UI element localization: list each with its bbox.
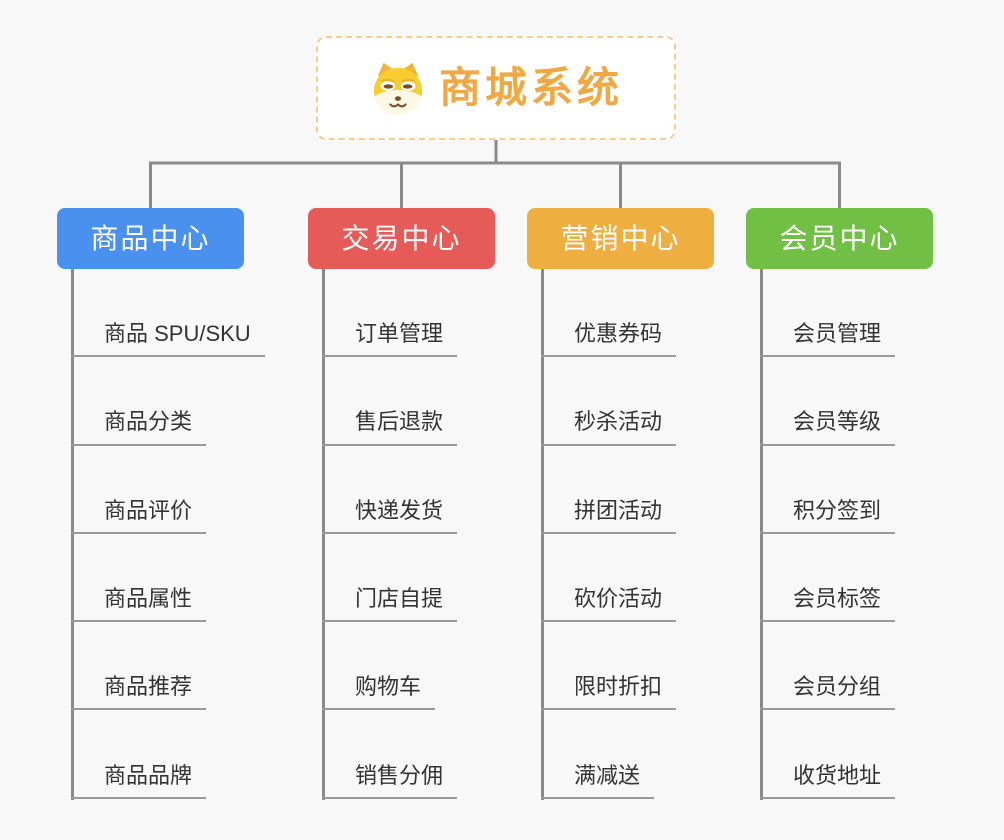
branch-node-marketing-center[interactable]: 营销中心 [527,208,714,269]
child-topic[interactable]: 门店自提 [322,534,458,623]
child-topic[interactable]: 会员等级 [760,357,896,446]
child-topic[interactable]: 积分签到 [760,446,896,534]
child-topic[interactable]: 限时折扣 [541,622,677,711]
child-topic[interactable]: 会员管理 [760,269,896,358]
branch-node-member-center[interactable]: 会员中心 [746,208,933,269]
branch-trade-center: 交易中心 订单管理 售后退款 快递发货 门店自提 购物车 销售分佣 [308,208,495,800]
child-topic[interactable]: 商品属性 [71,534,265,623]
root-node[interactable]: 商城系统 [316,36,676,140]
branch-connector-line [541,269,544,800]
branch-node-trade-center[interactable]: 交易中心 [308,208,495,269]
child-topic[interactable]: 拼团活动 [541,446,677,534]
branch-children-list: 订单管理 售后退款 快递发货 门店自提 购物车 销售分佣 [322,269,458,799]
child-topic-label: 拼团活动 [541,498,677,534]
branch-children-list: 优惠券码 秒杀活动 拼团活动 砍价活动 限时折扣 满减送 [541,269,677,799]
child-topic[interactable]: 秒杀活动 [541,357,677,446]
branch-connector-line [71,269,74,800]
root-title: 商城系统 [438,64,623,111]
child-topic-label: 收货地址 [760,763,896,799]
child-topic[interactable]: 商品 SPU/SKU [71,269,265,358]
child-topic[interactable]: 快递发货 [322,446,458,534]
child-topic[interactable]: 收货地址 [760,710,896,799]
branch-marketing-center: 营销中心 优惠券码 秒杀活动 拼团活动 砍价活动 限时折扣 满减送 [527,208,714,800]
child-topic[interactable]: 商品分类 [71,357,265,446]
child-topic[interactable]: 商品推荐 [71,622,265,711]
child-topic-label: 砍价活动 [541,586,677,623]
child-topic-label: 门店自提 [322,586,458,623]
child-topic-label: 商品推荐 [71,675,207,711]
branch-member-center: 会员中心 会员管理 会员等级 积分签到 会员标签 会员分组 收货地址 [746,208,933,800]
branch-node-label: 交易中心 [341,222,462,254]
child-topic-label: 会员管理 [760,321,896,358]
child-topic[interactable]: 会员分组 [760,622,896,711]
child-topic-label: 购物车 [322,675,436,711]
child-topic-label: 商品 SPU/SKU [71,321,265,358]
child-topic[interactable]: 砍价活动 [541,534,677,623]
child-topic[interactable]: 会员标签 [760,534,896,623]
child-topic-label: 订单管理 [322,321,458,358]
child-topic-label: 快递发货 [322,498,458,534]
branch-children-list: 商品 SPU/SKU 商品分类 商品评价 商品属性 商品推荐 商品品牌 [71,269,265,799]
child-topic[interactable]: 优惠券码 [541,269,677,358]
branch-node-label: 会员中心 [779,222,900,254]
child-topic-label: 限时折扣 [541,675,677,711]
child-topic-label: 优惠券码 [541,321,677,358]
child-topic-label: 会员标签 [760,586,896,623]
child-topic-label: 商品分类 [71,410,207,446]
branch-connector-line [760,269,763,800]
child-topic-label: 售后退款 [322,410,458,446]
child-topic-label: 满减送 [541,763,655,799]
branch-node-label: 营销中心 [560,222,681,254]
child-topic[interactable]: 订单管理 [322,269,458,358]
branch-product-center: 商品中心 商品 SPU/SKU 商品分类 商品评价 商品属性 商品推荐 商品品牌 [57,208,265,800]
branch-node-product-center[interactable]: 商品中心 [57,208,244,269]
child-topic-label: 商品属性 [71,586,207,623]
child-topic[interactable]: 商品评价 [71,446,265,534]
child-topic[interactable]: 购物车 [322,622,457,711]
child-topic-label: 商品品牌 [71,763,207,799]
branch-children-list: 会员管理 会员等级 积分签到 会员标签 会员分组 收货地址 [760,269,896,799]
branch-connector-line [322,269,325,800]
child-topic[interactable]: 售后退款 [322,357,458,446]
child-topic-label: 秒杀活动 [541,410,677,446]
child-topic-label: 会员等级 [760,410,896,446]
child-topic[interactable]: 满减送 [541,710,676,799]
child-topic-label: 积分签到 [760,498,896,534]
child-topic[interactable]: 商品品牌 [71,710,265,799]
child-topic-label: 商品评价 [71,498,207,534]
dog-face-icon [373,62,423,115]
branch-node-label: 商品中心 [90,222,211,254]
child-topic-label: 销售分佣 [322,763,458,799]
child-topic-label: 会员分组 [760,675,896,711]
child-topic[interactable]: 销售分佣 [322,710,458,799]
